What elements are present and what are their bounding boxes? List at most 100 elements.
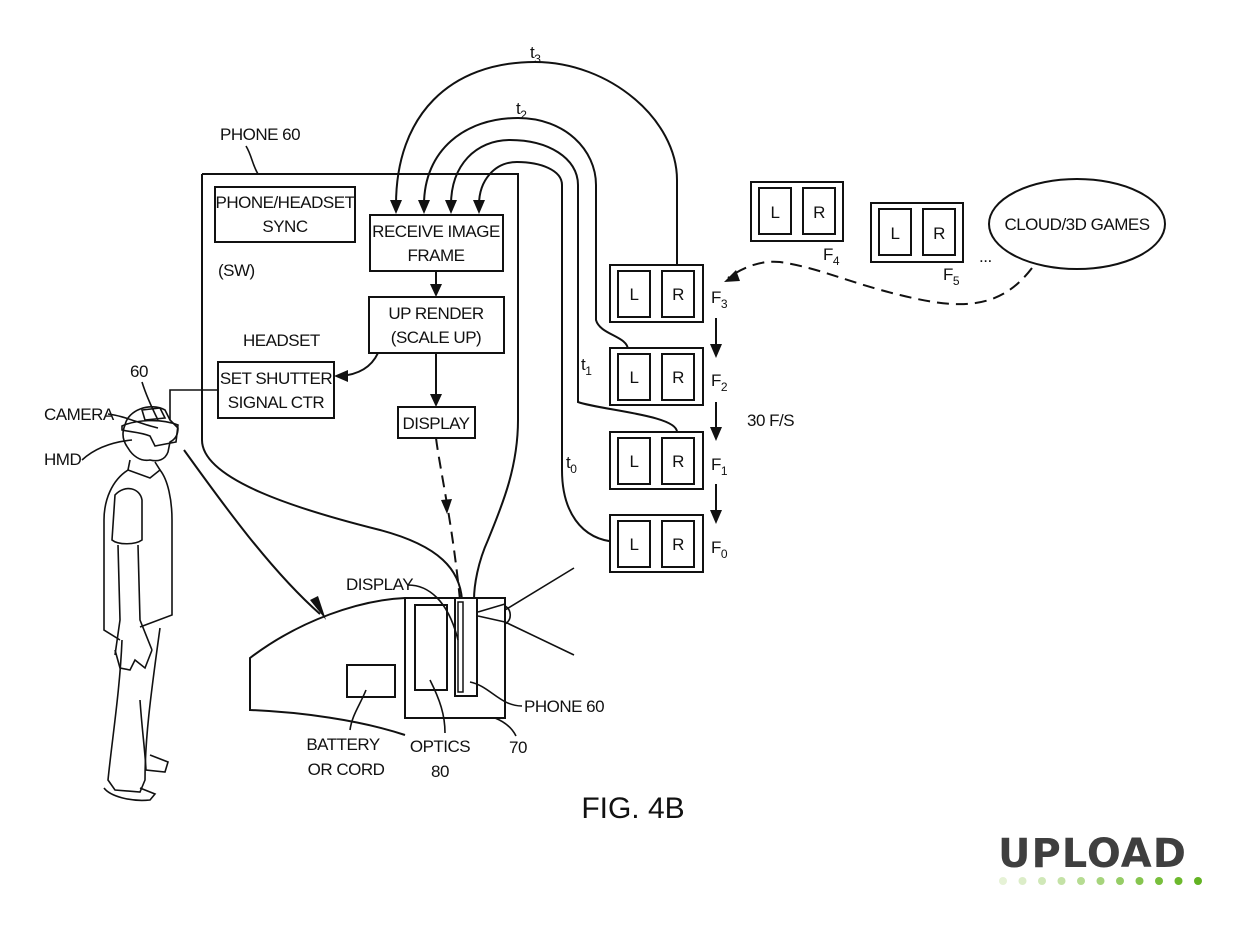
arrowhead — [334, 370, 348, 382]
cloud-games-source — [988, 178, 1166, 270]
hmd-label: HMD — [44, 450, 81, 469]
camera-label: CAMERA — [44, 405, 115, 424]
sync-block-line1: PHONE/HEADSET — [216, 193, 355, 212]
shutter-line1: SET SHUTTER — [220, 369, 332, 388]
arrowhead — [430, 394, 442, 407]
ref-60-label: 60 — [130, 362, 148, 381]
housing-leader — [494, 717, 517, 737]
sw-label: (SW) — [218, 261, 255, 280]
display-leader — [407, 584, 459, 641]
frame-f1-label: F1 — [711, 455, 728, 478]
receive-frame-line2: FRAME — [408, 246, 465, 265]
battery-block — [346, 664, 396, 698]
frame-sequence-arrows — [710, 318, 722, 524]
headset-phone-label: PHONE 60 — [524, 697, 604, 716]
time-label-t2: t2 — [516, 99, 527, 122]
frame-f2-right: R — [672, 368, 684, 387]
time-label-t0: t0 — [566, 453, 577, 476]
arc-t0 — [478, 160, 618, 543]
frame-f3-left: L — [630, 285, 639, 304]
up-render-line1: UP RENDER — [388, 304, 484, 323]
frame-f2-label: F2 — [711, 371, 728, 394]
logo-dot — [1194, 877, 1202, 885]
sync-block — [214, 186, 356, 243]
ref-60-leader — [141, 381, 159, 421]
optics-block — [414, 604, 448, 691]
frame-rate-label: 30 F/S — [747, 411, 794, 430]
battery-label-2: OR CORD — [308, 760, 385, 779]
headset-assembly — [249, 567, 575, 736]
phone-leader — [245, 145, 259, 175]
person-to-headset-arrow — [183, 449, 321, 615]
upload-logo: UPLOAD — [998, 831, 1202, 885]
arc-t3 — [395, 60, 678, 268]
camera-leader — [107, 413, 159, 429]
frame-f2-left: L — [630, 368, 639, 387]
logo-dot — [1096, 877, 1105, 885]
housing-ref-label: 70 — [509, 738, 527, 757]
logo-dot — [1038, 877, 1046, 885]
time-label-t3: t3 — [530, 43, 541, 66]
logo-dot — [1116, 877, 1124, 885]
arrowhead — [430, 284, 442, 297]
logo-dot — [1057, 877, 1066, 885]
ellipsis: ... — [979, 247, 992, 266]
arrowhead — [310, 596, 326, 620]
frame-f3-right: R — [672, 285, 684, 304]
frame-f1-right: R — [672, 452, 684, 471]
view-lines — [477, 567, 575, 656]
frame-f3: L R F3 — [609, 264, 728, 323]
view-angle-arc — [504, 605, 512, 625]
shutter-to-camera-link — [169, 389, 218, 420]
up-render-line2: (SCALE UP) — [391, 328, 481, 347]
logo-dot — [1077, 877, 1085, 885]
logo-dot — [1174, 877, 1183, 885]
frame-f5-right: R — [933, 224, 945, 243]
logo-dots — [999, 877, 1202, 885]
headset-display-label: DISPLAY — [346, 575, 413, 594]
logo-dot — [1155, 877, 1163, 885]
arrowhead — [445, 200, 457, 214]
logo-dot — [999, 877, 1007, 885]
headset-strap-shell — [249, 597, 406, 736]
frame-f3-label: F3 — [711, 288, 728, 311]
logo-dot — [1018, 877, 1027, 885]
up-render-block — [368, 296, 505, 354]
frame-f0: L R F0 — [609, 514, 728, 573]
arrowhead — [473, 200, 485, 214]
frame-f5-label: F5 — [943, 265, 960, 288]
frame-f0-right: R — [672, 535, 684, 554]
frame-f5-left: L — [891, 224, 900, 243]
frame-f0-left: L — [630, 535, 639, 554]
frame-f4-right: R — [813, 203, 825, 222]
frame-f5: L R F5 — [870, 202, 964, 288]
frame-f1-left: L — [630, 452, 639, 471]
receive-frame-block — [369, 214, 504, 272]
logo-text: UPLOAD — [998, 831, 1187, 877]
frame-f4: L R F4 — [750, 181, 844, 268]
hmd-leader — [81, 439, 133, 461]
arc-t1 — [450, 138, 678, 433]
arc-t2 — [423, 116, 629, 351]
phone-outline — [201, 173, 519, 601]
optics-leader — [429, 679, 446, 734]
display-block-label: DISPLAY — [402, 414, 469, 433]
cloud-to-frames-dashed — [727, 260, 1033, 306]
frame-f0-label: F0 — [711, 538, 728, 561]
arrowhead — [418, 200, 430, 214]
sync-block-line2: SYNC — [262, 217, 307, 236]
cloud-games-label: CLOUD/3D GAMES — [1004, 215, 1149, 234]
person-figure — [103, 406, 179, 802]
phone-leader-2 — [469, 681, 523, 707]
receive-frame-line1: RECEIVE IMAGE — [372, 222, 500, 241]
frame-f2: L R F2 — [609, 347, 728, 406]
phone-label: PHONE 60 — [220, 125, 300, 144]
shutter-block — [217, 361, 335, 419]
logo-dot — [1135, 877, 1144, 885]
display-to-headset-dashed — [435, 437, 461, 601]
headset-label: HEADSET — [243, 331, 320, 350]
arrowhead — [724, 270, 740, 282]
frame-f1: L R F1 — [609, 431, 728, 490]
arrowhead — [390, 200, 402, 214]
